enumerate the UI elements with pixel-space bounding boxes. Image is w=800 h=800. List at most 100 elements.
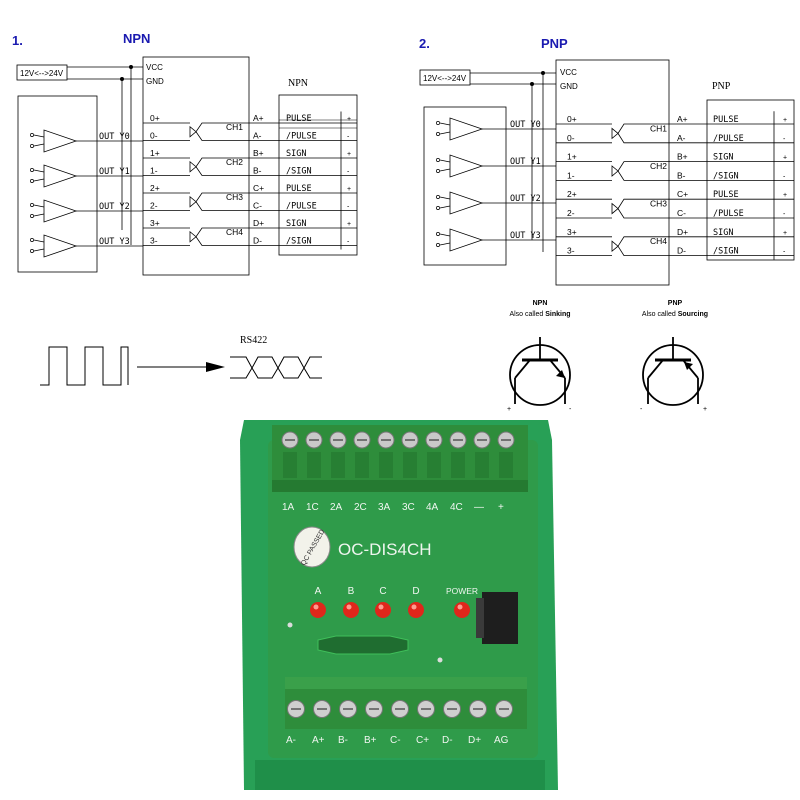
polarity-label: +: [783, 155, 787, 162]
output-label: OUT Y3: [99, 237, 130, 247]
npn-supply-label: 12V<-->24V: [20, 69, 64, 78]
terminal-slot: [499, 452, 513, 478]
top-terminal-label: 2A: [330, 502, 343, 513]
pnp-gnd-label: GND: [560, 82, 578, 91]
signal-label: PULSE: [713, 115, 739, 125]
channel-label: CH3: [650, 199, 667, 209]
waveform-diagram: RS422: [40, 335, 322, 386]
pin-label: 2-: [150, 201, 158, 211]
square-wave: [40, 346, 129, 386]
switch-contact: [30, 133, 34, 137]
terminal-slot: [475, 452, 489, 478]
terminal-slot: [307, 452, 321, 478]
output-buffer: [43, 129, 78, 153]
npn-symbol-title: NPN: [533, 300, 548, 307]
output-label: OUT Y3: [510, 231, 541, 241]
pnp-table-title: PNP: [712, 81, 731, 92]
terminal-label: D+: [677, 227, 688, 237]
pin-label: 2-: [567, 208, 575, 218]
npn-subtitle-prefix: Also called: [509, 311, 545, 318]
signal-label: SIGN: [713, 153, 733, 163]
pnp-subtitle-prefix: Also called: [642, 311, 678, 318]
polarity-label: -: [783, 249, 786, 256]
pin-label: 3-: [567, 246, 575, 256]
npn-left-sign: +: [507, 406, 511, 413]
output-buffer: [43, 199, 78, 223]
led-label: D: [412, 586, 419, 597]
bottom-terminal-label: B+: [364, 735, 377, 746]
top-terminal-label: 1C: [306, 502, 319, 513]
terminal-label: A+: [677, 114, 688, 124]
switch-contact: [436, 121, 440, 125]
led-indicator: [454, 602, 470, 618]
switch-contact: [436, 243, 440, 247]
terminal-slot: [379, 452, 393, 478]
npn-gnd-label: GND: [146, 77, 164, 86]
pcb-component-footprint: [317, 635, 409, 655]
optocoupler-symbol: [189, 195, 197, 208]
pin-label: 1-: [150, 166, 158, 176]
terminal-slot: [427, 452, 441, 478]
polarity-label: -: [347, 204, 350, 211]
terminal-label: D-: [253, 236, 262, 246]
npn-vcc-label: VCC: [146, 63, 163, 72]
switch-contact: [30, 238, 34, 242]
terminal-label: C-: [677, 208, 686, 218]
optocoupler-symbol: [611, 127, 619, 140]
signal-label: PULSE: [713, 190, 739, 200]
led-indicator: [310, 602, 326, 618]
signal-label: SIGN: [286, 149, 306, 159]
signal-label: PULSE: [286, 114, 312, 124]
switch-contact: [30, 214, 34, 218]
signal-label: /PULSE: [713, 209, 744, 219]
polarity-label: +: [783, 117, 787, 124]
top-terminal-label: 3A: [378, 502, 391, 513]
differential-wave: [230, 356, 322, 379]
polarity-label: +: [783, 230, 787, 237]
optocoupler-symbol: [189, 230, 197, 243]
bottom-terminal-label: B-: [338, 735, 348, 746]
npn-right-sign: -: [569, 406, 572, 413]
terminal-slot: [283, 452, 297, 478]
pnp-symbol-title: PNP: [668, 300, 683, 307]
output-label: OUT Y2: [99, 202, 130, 212]
pin-label: 2+: [567, 189, 577, 199]
terminal-slot: [403, 452, 417, 478]
bottom-terminal-label: D+: [468, 735, 481, 746]
npn-subtitle-bold: Sinking: [545, 311, 570, 318]
polarity-label: -: [347, 239, 350, 246]
terminal-label: B-: [253, 166, 262, 176]
top-terminal-label: —: [474, 502, 484, 513]
npn-section-number: 1.: [12, 33, 23, 48]
led-label: A: [315, 586, 322, 597]
polarity-label: -: [783, 211, 786, 218]
output-label: OUT Y2: [510, 194, 541, 204]
terminal-label: B-: [677, 170, 686, 180]
pnp-plc-box: [423, 106, 507, 266]
pnp-transistor-symbol: PNP Also called Sourcing - +: [640, 300, 708, 413]
terminal-label: B+: [253, 148, 264, 158]
led-indicator: [375, 602, 391, 618]
channel-label: CH4: [226, 227, 243, 237]
polarity-label: -: [347, 134, 350, 141]
npn-transistor-symbol: NPN Also called Sinking + -: [507, 300, 572, 413]
output-buffer: [43, 164, 78, 188]
optocoupler-symbol: [611, 202, 619, 215]
optocoupler-symbol: [189, 125, 197, 138]
switch-contact: [30, 179, 34, 183]
terminal-label: A-: [677, 133, 686, 143]
pin-label: 1-: [567, 170, 575, 180]
output-label: OUT Y0: [510, 120, 541, 130]
channel-label: CH2: [650, 161, 667, 171]
pin-label: 2+: [150, 183, 160, 193]
pnp-section-number: 2.: [419, 36, 430, 51]
terminal-label: D-: [677, 246, 686, 256]
svg-text:Also called Sinking: Also called Sinking: [509, 311, 570, 318]
top-terminal-label: 1A: [282, 502, 295, 513]
svg-text:Also called Sourcing: Also called Sourcing: [642, 311, 708, 318]
qc-stamp: [293, 526, 331, 568]
pin-label: 3+: [567, 227, 577, 237]
signal-label: /SIGN: [713, 171, 739, 181]
switch-contact: [436, 132, 440, 136]
